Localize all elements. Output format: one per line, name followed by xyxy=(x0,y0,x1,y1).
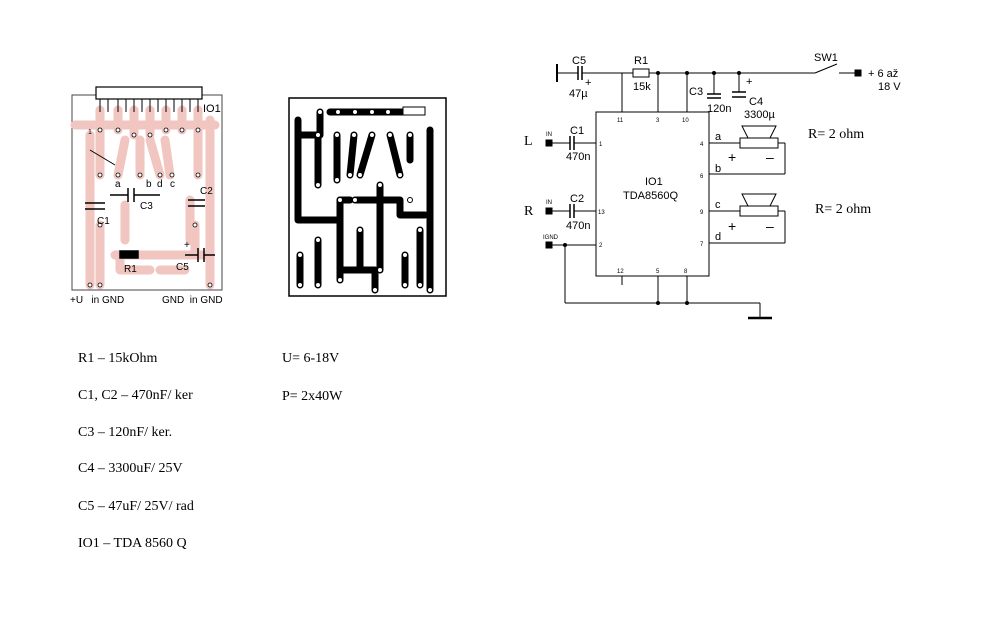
sch-pin-7: 7 xyxy=(700,242,704,248)
sch-spk2-minus: – xyxy=(766,218,774,234)
sch-r1-name: R1 xyxy=(634,55,648,67)
ic-tda8560q-body xyxy=(595,111,710,277)
sch-c5-name: C5 xyxy=(572,55,586,67)
pcb-ic-marker xyxy=(402,106,426,116)
layout-pin1-label: 1 xyxy=(88,129,92,136)
sch-pin-13: 13 xyxy=(598,210,605,216)
sch-spk1-minus: – xyxy=(766,149,774,165)
circuit-schematic xyxy=(545,63,862,320)
speaker-2-icon xyxy=(739,193,779,217)
layout-r1-label: R1 xyxy=(124,264,137,275)
speaker-1-icon xyxy=(739,125,779,149)
sch-supply-line2: 18 V xyxy=(878,81,901,93)
schematic-labels: C5 + 47µ R1 15k C3 120n + C4 3300µ SW1 +… xyxy=(524,52,901,275)
bom-item-r1: R1 – 15kOhm xyxy=(78,351,158,366)
sch-pin-1: 1 xyxy=(599,142,603,148)
sch-c3-name: C3 xyxy=(689,86,703,98)
sch-pin-6: 6 xyxy=(700,174,704,180)
pcb-copper-pattern xyxy=(288,97,447,297)
layout-ic-label: IO1 xyxy=(203,103,221,115)
sw1-switch-symbol xyxy=(814,63,838,74)
bom-item-c4: C4 – 3300uF/ 25V xyxy=(78,461,183,476)
layout-pads xyxy=(87,127,213,288)
sch-input-l-in: IN xyxy=(546,132,552,138)
layout-c1-label: C1 xyxy=(97,216,110,227)
bom-item-io1: IO1 – TDA 8560 Q xyxy=(78,536,187,551)
input-r-terminal xyxy=(545,207,553,215)
sch-c2-name: C2 xyxy=(570,193,584,205)
pcb-traces xyxy=(294,108,434,294)
component-layout: IO1 1 a b d c C1 C2 C3 C5 R1 + +U in GND… xyxy=(70,86,223,306)
sch-c2-value: 470n xyxy=(566,220,590,232)
sch-pin-8: 8 xyxy=(684,269,688,275)
sch-r1-value: 15k xyxy=(633,81,651,93)
sch-pin-2: 2 xyxy=(599,243,603,249)
sch-out-c: c xyxy=(715,199,721,211)
sch-input-r-in: IN xyxy=(546,200,552,206)
r1-resistor-symbol xyxy=(632,68,650,78)
layout-seg-b: b xyxy=(146,179,152,190)
sch-ic-name: IO1 xyxy=(645,176,663,188)
layout-bottom-left-label: +U in GND xyxy=(70,295,124,306)
sch-ignd-label: IGND xyxy=(543,235,559,241)
sch-pin-10: 10 xyxy=(682,118,689,124)
sch-out-d: d xyxy=(715,231,721,243)
ignd-terminal xyxy=(545,241,553,249)
sch-c1-value: 470n xyxy=(566,151,590,163)
spec-voltage: U= 6-18V xyxy=(282,351,340,366)
sch-out-a: a xyxy=(715,131,722,143)
layout-c2-label: C2 xyxy=(200,186,213,197)
sch-pin-5: 5 xyxy=(656,269,660,275)
sch-sw1-label: SW1 xyxy=(814,52,838,64)
sch-input-l-label: L xyxy=(524,134,533,149)
ic-body-top xyxy=(95,86,203,100)
pcb-drill-holes xyxy=(297,109,433,293)
sch-c5-value: 47µ xyxy=(569,88,588,100)
ic-leads xyxy=(89,99,199,166)
input-l-terminal xyxy=(545,139,553,147)
spec-power: P= 2x40W xyxy=(282,389,343,404)
sch-pin-11: 11 xyxy=(617,118,624,124)
layout-c3-label: C3 xyxy=(140,201,153,212)
layout-c5-label: C5 xyxy=(176,262,189,273)
bom-item-c5: C5 – 47uF/ 25V/ rad xyxy=(78,499,194,514)
sch-supply-line1: + 6 až xyxy=(868,68,898,80)
bom-item-c1-c2: C1, C2 – 470nF/ ker xyxy=(78,388,193,403)
sch-c4-name: C4 xyxy=(749,96,763,108)
sch-pin-3: 3 xyxy=(656,118,660,124)
layout-seg-d: d xyxy=(157,179,163,190)
supply-terminal xyxy=(854,69,862,77)
sch-pin-4: 4 xyxy=(700,142,704,148)
sch-c5-plus: + xyxy=(585,77,591,89)
layout-c5-plus: + xyxy=(184,240,190,251)
layout-seg-c: c xyxy=(170,179,175,190)
sch-load-1-label: R= 2 ohm xyxy=(808,127,864,142)
sch-spk1-plus: + xyxy=(728,149,736,165)
layout-parts xyxy=(85,188,215,262)
sch-c1-name: C1 xyxy=(570,125,584,137)
layout-bottom-right-label: GND in GND xyxy=(162,295,223,306)
bom-item-c3: C3 – 120nF/ ker. xyxy=(78,425,173,440)
layout-seg-a: a xyxy=(115,179,121,190)
sch-input-r-label: R xyxy=(524,204,534,219)
sch-c3-value: 120n xyxy=(707,103,731,115)
sch-c4-plus: + xyxy=(746,76,752,88)
sch-out-b: b xyxy=(715,163,721,175)
sch-pin-9: 9 xyxy=(700,210,704,216)
sch-spk2-plus: + xyxy=(728,218,736,234)
sch-c4-value: 3300µ xyxy=(744,109,775,121)
sch-pin-12: 12 xyxy=(617,269,624,275)
sch-ic-part: TDA8560Q xyxy=(623,190,678,202)
sch-load-2-label: R= 2 ohm xyxy=(815,202,871,217)
